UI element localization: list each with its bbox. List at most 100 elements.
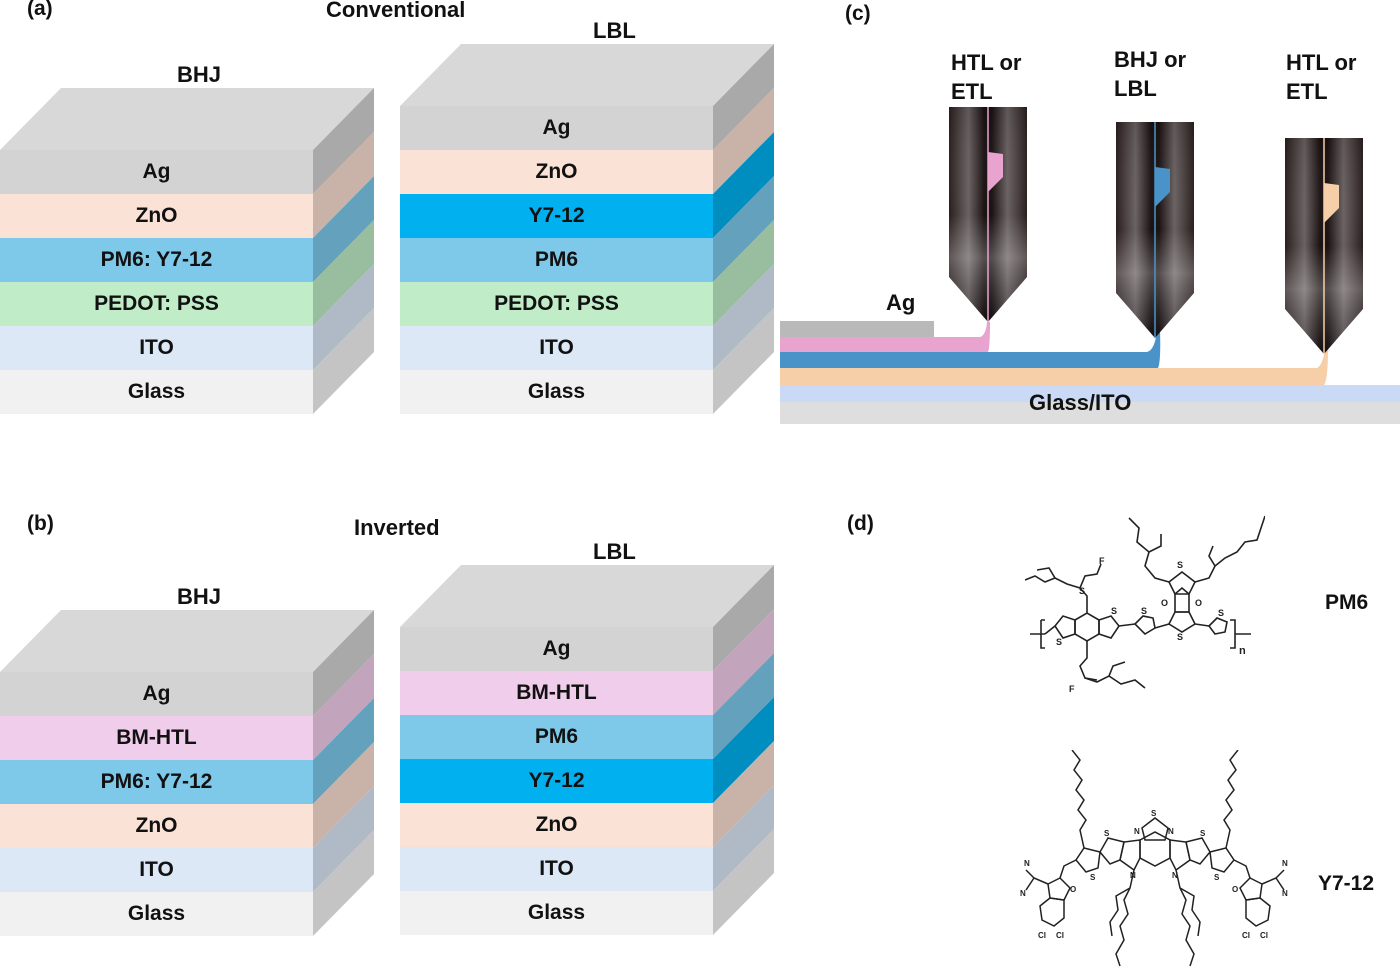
stack-layer: ITO <box>0 326 313 370</box>
head-3-label-line2: ETL <box>1286 79 1328 104</box>
stack-layer: Ag <box>400 627 713 671</box>
stack-layer-side <box>713 565 774 671</box>
svg-text:F: F <box>1099 556 1105 566</box>
svg-text:S: S <box>1214 873 1220 882</box>
ink-reservoir <box>988 152 1003 192</box>
stack-top-face <box>0 610 374 672</box>
stack-3d-svg <box>400 44 774 414</box>
stack-layer-side <box>713 220 774 326</box>
stack-layer: Glass <box>0 892 313 936</box>
svg-text:O: O <box>1195 598 1202 608</box>
panel-label-c: (c) <box>845 2 871 25</box>
head-2-label: BHJ or LBL <box>1114 45 1186 103</box>
pm6-structure-svg: n S S S S S O O S S F F <box>1024 515 1266 694</box>
substrate-label: Glass/ITO <box>1029 390 1132 415</box>
stack-layer: Ag <box>400 106 713 150</box>
stack-top-face <box>400 565 774 627</box>
stack-layer-side <box>313 132 374 238</box>
svg-text:S: S <box>1111 606 1117 616</box>
stack-layer: Y7-12 <box>400 194 713 238</box>
blade-coating-svg <box>780 107 1400 424</box>
svg-text:n: n <box>1239 645 1246 657</box>
stack-layer-side <box>713 829 774 935</box>
stack-layer-side <box>313 610 374 716</box>
y7-12-structure: S N N N N S S S S O N N Cl Cl O N N Cl <box>1020 749 1290 972</box>
stack-layer-side <box>313 264 374 370</box>
ag-electrode <box>780 321 934 337</box>
stack-3d-svg <box>0 88 374 414</box>
y7-12-label: Y7-12 <box>1318 872 1375 895</box>
stack-title: LBL <box>593 18 636 43</box>
head-3-label: HTL or ETL <box>1286 48 1356 106</box>
glass-layer <box>780 402 1400 424</box>
stack-layer: ZnO <box>0 194 313 238</box>
svg-text:Cl: Cl <box>1038 931 1046 940</box>
inverted-title: Inverted <box>354 515 440 540</box>
stack-top-face <box>400 44 774 106</box>
stack-layer-side <box>713 785 774 891</box>
svg-text:S: S <box>1177 632 1183 642</box>
svg-text:N: N <box>1172 871 1178 880</box>
stack-layer-side <box>313 654 374 760</box>
stack-3d-svg <box>400 565 774 935</box>
stack-layer: PEDOT: PSS <box>400 282 713 326</box>
stack-layer: PM6 <box>400 238 713 282</box>
stack-layer-side <box>713 697 774 803</box>
panel-label-b: (b) <box>27 512 54 535</box>
svg-text:F: F <box>1069 684 1075 694</box>
head-1-label-line1: HTL or <box>951 50 1022 75</box>
stack-layer: ITO <box>0 848 313 892</box>
stack-layer-side <box>313 176 374 282</box>
stack-title: LBL <box>593 539 636 564</box>
ito-layer <box>780 385 1400 402</box>
stack-layer-side <box>313 786 374 892</box>
blue-film <box>780 330 1161 368</box>
ag-label: Ag <box>886 290 916 315</box>
stack-layer-side <box>713 264 774 370</box>
stack-layer: Glass <box>0 370 313 414</box>
stack-layer: Y7-12 <box>400 759 713 803</box>
head-1-label: HTL or ETL <box>951 48 1021 106</box>
svg-text:N: N <box>1168 827 1174 836</box>
stack-layer: ZnO <box>400 803 713 847</box>
stack-layer-side <box>313 220 374 326</box>
svg-text:S: S <box>1090 873 1096 882</box>
svg-text:N: N <box>1024 859 1030 868</box>
panel-label-a: (a) <box>27 0 53 20</box>
blade-coating-schematic: Ag Glass/ITO HTL or ETL BHJ or LBL HTL o… <box>780 40 1400 440</box>
stack-layer: BM-HTL <box>400 671 713 715</box>
stack-layer: ZnO <box>0 804 313 848</box>
stack-layer-side <box>713 132 774 238</box>
stack-layer-side <box>313 308 374 414</box>
svg-text:S: S <box>1151 809 1157 818</box>
stack-layer: ZnO <box>400 150 713 194</box>
stack-layer: PM6 <box>400 715 713 759</box>
stack-layer: Glass <box>400 891 713 935</box>
stack-layer-side <box>313 698 374 804</box>
svg-text:S: S <box>1141 606 1147 616</box>
stack-layer-side <box>313 830 374 936</box>
stack-layer: PEDOT: PSS <box>0 282 313 326</box>
svg-text:Cl: Cl <box>1056 931 1064 940</box>
head-3-label-line1: HTL or <box>1286 50 1357 75</box>
stack-3d-svg <box>0 610 374 936</box>
stack-layer-side <box>313 88 374 194</box>
stack-layer-side <box>313 742 374 848</box>
svg-text:S: S <box>1104 829 1110 838</box>
coating-blade <box>949 107 1027 322</box>
stack-layer-side <box>713 44 774 150</box>
stack-layer-side <box>713 609 774 715</box>
stack-layer-side <box>713 741 774 847</box>
stack-title: BHJ <box>177 62 222 87</box>
svg-text:S: S <box>1218 608 1224 618</box>
head-2-label-line1: BHJ or <box>1114 47 1187 72</box>
panel-label-d: (d) <box>847 512 874 535</box>
ink-reservoir <box>1324 183 1339 223</box>
peach-film <box>780 348 1328 385</box>
stack-layer: PM6: Y7-12 <box>0 760 313 804</box>
svg-text:Cl: Cl <box>1242 931 1250 940</box>
